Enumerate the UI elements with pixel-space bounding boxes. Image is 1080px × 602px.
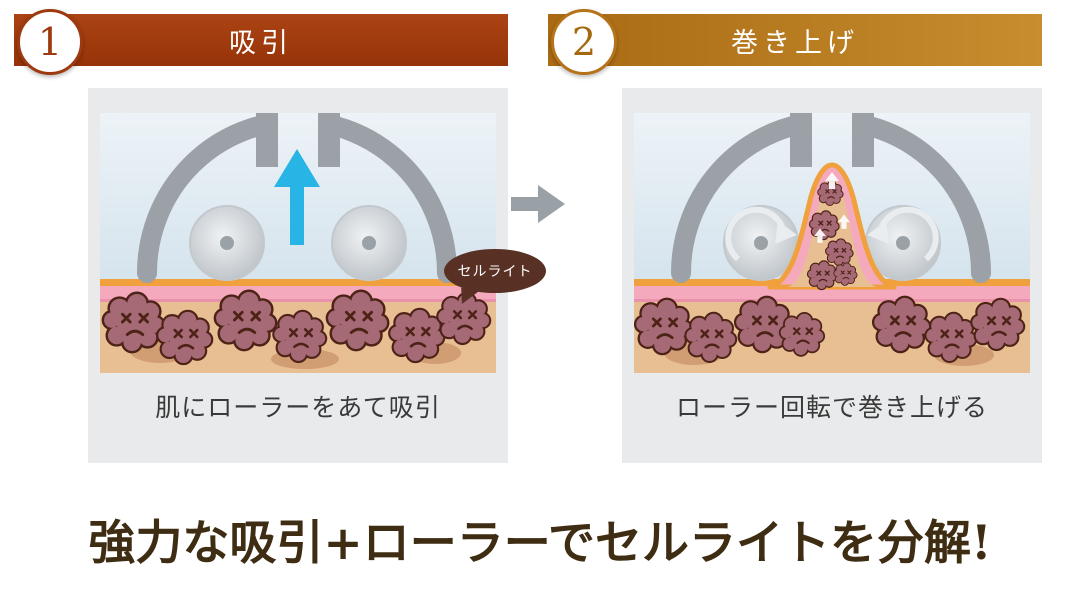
cellulite-bubble-label: セルライト — [457, 264, 533, 280]
headline: 強力な吸引+ローラーでセルライトを分解! — [88, 516, 992, 571]
step-2-header: 巻き上げ — [548, 14, 1042, 66]
step-2-title: 巻き上げ — [731, 27, 859, 59]
step-1-number-badge: 1 — [17, 9, 83, 75]
step-2-caption: ローラー回転で巻き上げる — [675, 393, 988, 422]
suction-up-arrow — [274, 149, 320, 245]
step-2-panel: ローラー回転で巻き上げる — [622, 88, 1042, 463]
rotation-arrow-left — [725, 206, 787, 262]
step-1-panel: 肌にローラーをあて吸引 — [88, 88, 508, 463]
step-1-number: 1 — [37, 20, 63, 64]
massage-head — [137, 113, 457, 283]
step-1-title: 吸引 — [229, 27, 293, 59]
step-1-caption: 肌にローラーをあて吸引 — [155, 393, 441, 422]
skin-peak — [767, 162, 897, 291]
rotation-arrows — [725, 206, 939, 262]
step-1-header: 吸引 — [14, 14, 508, 66]
rotation-arrow-right — [877, 206, 939, 262]
step-2-number-badge: 2 — [551, 9, 617, 75]
next-step-arrow-icon — [511, 185, 565, 223]
lift-up-arrows — [814, 172, 850, 243]
cellulite-bubble: セルライト — [444, 249, 546, 293]
step-2-number: 2 — [571, 20, 597, 64]
suction-illustration — [100, 113, 496, 373]
rollup-illustration — [634, 113, 1030, 373]
